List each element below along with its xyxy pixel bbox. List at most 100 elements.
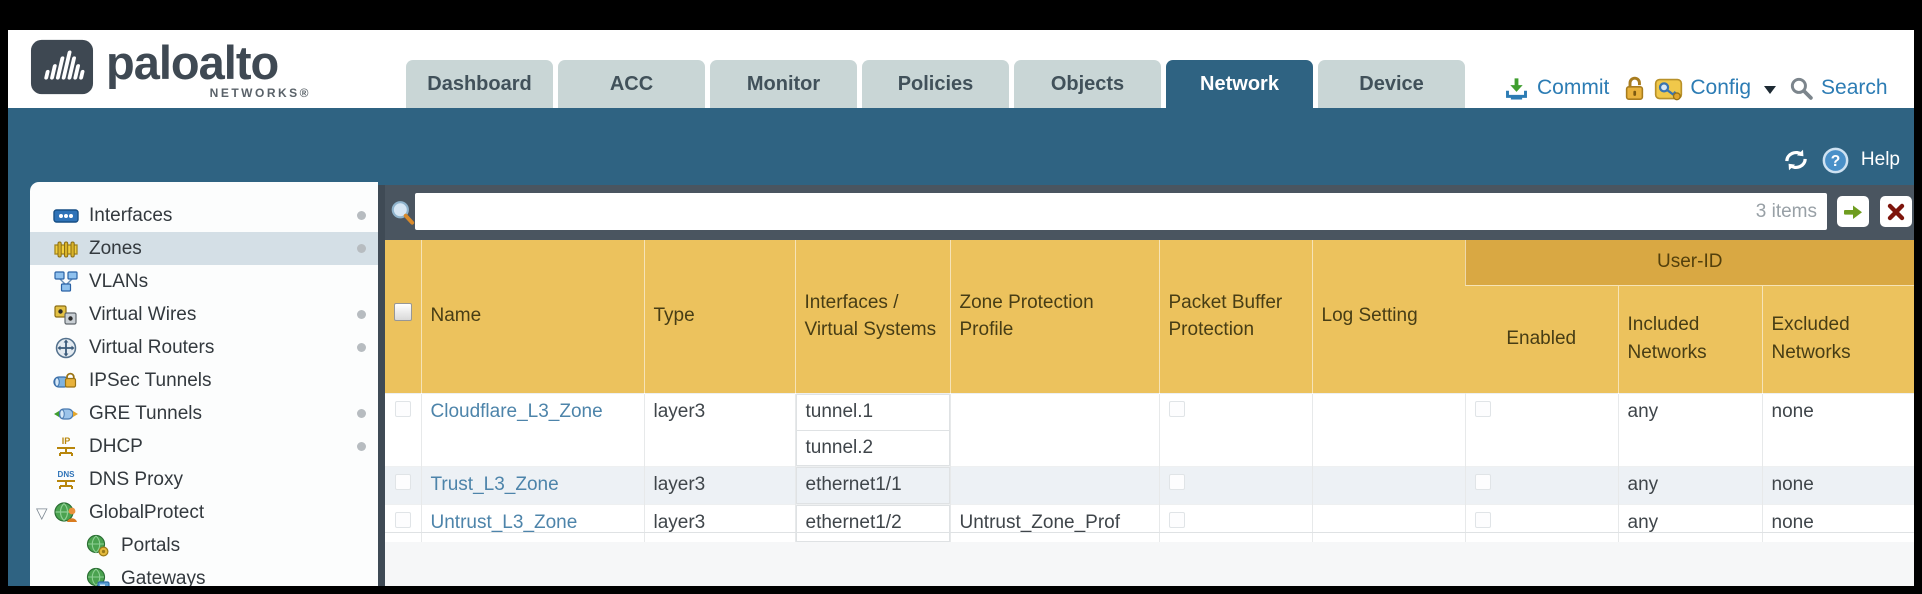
pin-dot [357, 310, 366, 319]
tab-device[interactable]: Device [1318, 60, 1465, 108]
tab-objects[interactable]: Objects [1014, 60, 1161, 108]
sidebar-item-vlans[interactable]: VLANs [30, 265, 378, 298]
filter-search-icon[interactable] [389, 199, 417, 227]
column-header-packet-buffer[interactable]: Packet Buffer Protection [1158, 240, 1312, 393]
sidebar-item-interfaces[interactable]: Interfaces [30, 199, 378, 232]
log-setting [1311, 504, 1465, 542]
excluded-networks: none [1761, 504, 1914, 542]
zone-type: layer3 [643, 393, 795, 466]
svg-text:IP: IP [62, 436, 71, 446]
help-link[interactable]: Help [1860, 149, 1900, 170]
search-link[interactable]: Search [1821, 76, 1888, 99]
sidebar-item-virtual-wires[interactable]: Virtual Wires [30, 298, 378, 331]
user-id-enabled-checkbox[interactable] [1474, 400, 1491, 417]
row-checkbox[interactable] [394, 473, 411, 490]
filter-bar: 3 items [385, 185, 1914, 240]
content-toolbar: ? Help [1782, 138, 1900, 182]
packet-buffer-checkbox[interactable] [1168, 473, 1185, 490]
column-group-user-id: User-ID [1464, 240, 1914, 285]
pin-dot [357, 343, 366, 352]
tab-monitor[interactable]: Monitor [710, 60, 857, 108]
expander-triangle-icon[interactable]: ▽ [36, 504, 48, 522]
sidebar-item-zones[interactable]: Zones [30, 232, 378, 265]
red-x-icon [1887, 203, 1905, 220]
commit-button[interactable]: Commit [1537, 76, 1610, 99]
row-checkbox[interactable] [394, 400, 411, 417]
sidebar-item-label: DHCP [89, 435, 143, 457]
sidebar-item-globalprotect[interactable]: ▽ GlobalProtect [30, 496, 378, 529]
column-header-interfaces[interactable]: Interfaces / Virtual Systems [794, 240, 950, 393]
sidebar-main-divider [378, 185, 385, 586]
select-all-header [385, 240, 421, 393]
config-icon[interactable] [1654, 75, 1683, 102]
tab-network[interactable]: Network [1166, 60, 1313, 108]
zones-content: 3 items [385, 185, 1914, 586]
tab-policies[interactable]: Policies [862, 60, 1009, 108]
column-header-zone-protection[interactable]: Zone Protection Profile [949, 240, 1159, 393]
app-window: paloalto NETWORKS® Dashboard ACC Monitor… [8, 30, 1914, 586]
tab-dashboard[interactable]: Dashboard [406, 60, 553, 108]
row-checkbox[interactable] [394, 511, 411, 528]
sidebar-item-gateways[interactable]: Gateways [30, 562, 378, 586]
config-menu[interactable]: Config [1690, 76, 1752, 99]
apply-filter-button[interactable] [1837, 196, 1869, 227]
column-header-name[interactable]: Name [420, 240, 644, 393]
packet-buffer-checkbox[interactable] [1168, 511, 1185, 528]
zone-type: layer3 [643, 504, 795, 542]
sidebar-item-label: Virtual Wires [89, 303, 197, 325]
sidebar-item-portals[interactable]: Portals [30, 529, 378, 562]
sidebar-item-label: IPSec Tunnels [89, 369, 212, 391]
zone-name-link[interactable]: Untrust_L3_Zone [430, 511, 578, 533]
table-row: Untrust_L3_Zone layer3 ethernet1/2 Untru… [385, 504, 1914, 542]
user-id-enabled-checkbox[interactable] [1474, 511, 1491, 528]
item-count-label: 3 items [1755, 200, 1817, 222]
help-icon[interactable]: ? [1822, 147, 1849, 174]
sidebar-item-gre-tunnels[interactable]: GRE Tunnels [30, 397, 378, 430]
sidebar-item-label: GlobalProtect [89, 501, 205, 523]
column-header-log-setting[interactable]: Log Setting [1311, 240, 1465, 393]
commit-icon[interactable] [1503, 75, 1530, 102]
lock-icon[interactable] [1622, 75, 1647, 102]
zones-table: Name Type Interfaces / Virtual Systems Z… [385, 240, 1914, 542]
zone-name-link[interactable]: Cloudflare_L3_Zone [430, 400, 603, 422]
interface-value: tunnel.2 [795, 429, 950, 466]
interfaces-icon [53, 208, 79, 223]
config-caret-down-icon[interactable] [1764, 86, 1777, 94]
sidebar-item-dns-proxy[interactable]: DNS DNS Proxy [30, 463, 378, 496]
svg-text:DNS: DNS [58, 470, 76, 479]
user-id-enabled-checkbox[interactable] [1474, 473, 1491, 490]
filter-input[interactable]: 3 items [415, 193, 1827, 230]
zone-name-link[interactable]: Trust_L3_Zone [430, 473, 559, 495]
packet-buffer-checkbox[interactable] [1168, 400, 1185, 417]
globalprotect-icon [54, 501, 77, 522]
svg-text:?: ? [1831, 153, 1841, 170]
sidebar-item-virtual-routers[interactable]: Virtual Routers [30, 331, 378, 364]
column-header-type[interactable]: Type [643, 240, 795, 393]
select-all-checkbox[interactable] [393, 303, 412, 322]
pin-dot [357, 244, 366, 253]
tab-acc[interactable]: ACC [558, 60, 705, 108]
zone-protection-profile: Untrust_Zone_Prof [949, 504, 1159, 542]
gateways-icon [86, 567, 110, 586]
sidebar-item-label: Virtual Routers [89, 336, 215, 358]
included-networks: any [1617, 466, 1762, 504]
refresh-icon[interactable] [1782, 147, 1810, 173]
search-icon[interactable] [1789, 76, 1814, 101]
sidebar-item-dhcp[interactable]: IP DHCP [30, 430, 378, 463]
logo-networks-text: NETWORKS® [209, 86, 311, 100]
sidebar-item-label: Gateways [121, 567, 206, 587]
interface-value: ethernet1/2 [795, 504, 950, 542]
sidebar-item-ipsec-tunnels[interactable]: IPSec Tunnels [30, 364, 378, 397]
sidebar-item-label: VLANs [89, 270, 149, 292]
column-header-excluded-networks[interactable]: Excluded Networks [1761, 284, 1914, 393]
dns-proxy-icon: DNS [57, 470, 76, 489]
pin-dot [357, 409, 366, 418]
excluded-networks: none [1761, 466, 1914, 504]
pin-dot [357, 442, 366, 451]
clear-filter-button[interactable] [1880, 196, 1912, 227]
table-row: Trust_L3_Zone layer3 ethernet1/1 any non… [385, 466, 1914, 504]
column-header-included-networks[interactable]: Included Networks [1617, 284, 1762, 393]
top-header: paloalto NETWORKS® Dashboard ACC Monitor… [8, 30, 1914, 108]
column-header-enabled[interactable]: Enabled [1465, 284, 1618, 393]
portals-icon [86, 534, 109, 557]
